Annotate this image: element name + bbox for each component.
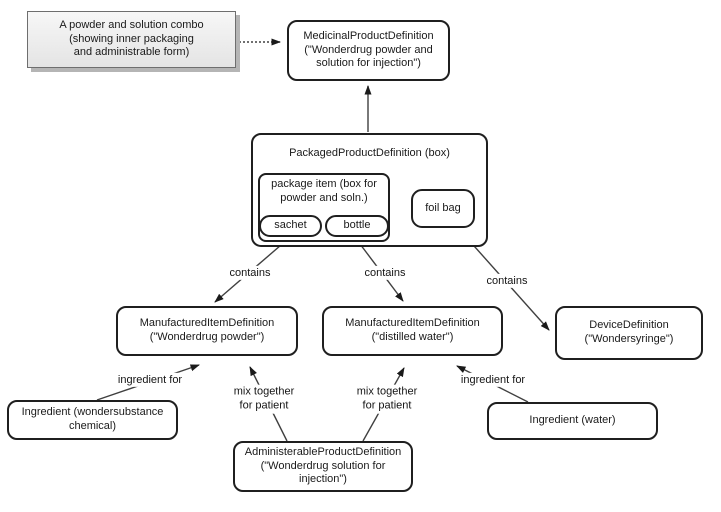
node-ingredient-wondersubstance: Ingredient (wondersubstance chemical)	[7, 400, 178, 440]
edge-label-ingredient-for-left: ingredient for	[115, 372, 185, 388]
node-bottle: bottle	[325, 215, 389, 237]
edge-label-contains-3: contains	[484, 273, 530, 289]
node-foil-bag: foil bag	[411, 189, 475, 228]
node-sachet: sachet	[259, 215, 322, 237]
node-administerable-product-definition: AdministerableProductDefinition ("Wonder…	[233, 441, 413, 492]
edge-label-contains-2: contains	[362, 265, 408, 281]
node-manufactured-item-water: ManufacturedItemDefinition ("distilled w…	[322, 306, 503, 356]
node-device-definition: DeviceDefinition ("Wondersyringe")	[555, 306, 703, 360]
annotation-note-box: A powder and solution combo (showing inn…	[27, 11, 236, 68]
edge-label-ingredient-for-right: ingredient for	[458, 372, 528, 388]
edge-label-contains-1: contains	[227, 265, 273, 281]
node-ingredient-water: Ingredient (water)	[487, 402, 658, 440]
edge-label-mix-together-left: mix together for patient	[231, 384, 297, 414]
edge-label-mix-together-right: mix together for patient	[354, 384, 420, 414]
node-medicinal-product-definition: MedicinalProductDefinition ("Wonderdrug …	[287, 20, 450, 81]
node-manufactured-item-powder: ManufacturedItemDefinition ("Wonderdrug …	[116, 306, 298, 356]
